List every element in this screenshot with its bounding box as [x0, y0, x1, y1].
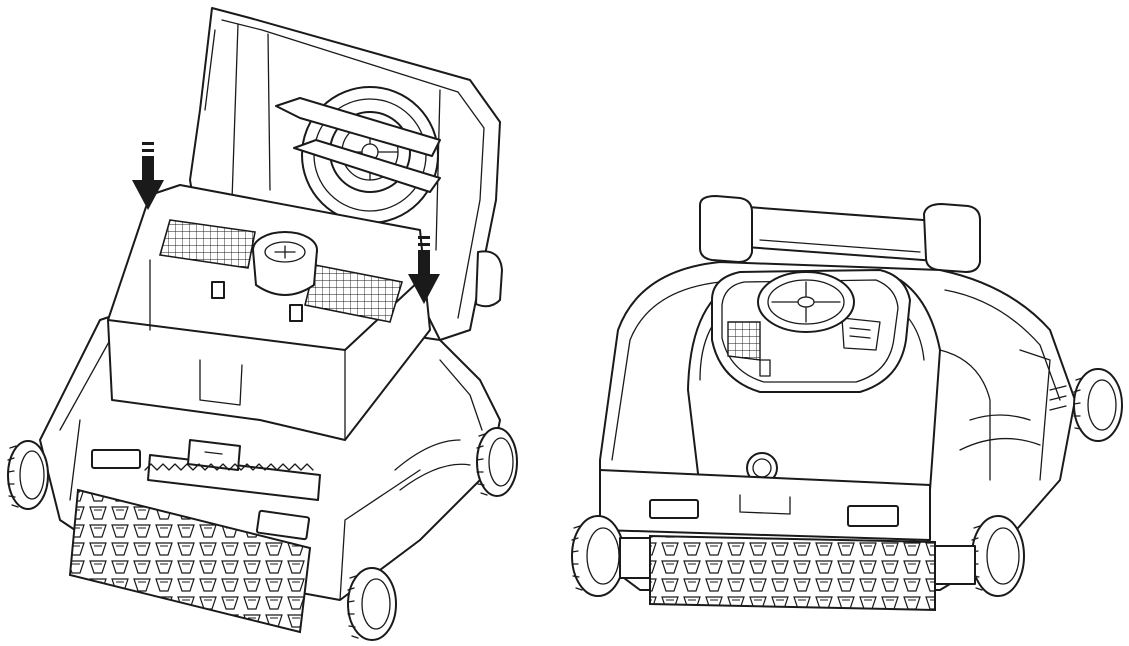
brush-roller-right	[649, 534, 936, 612]
wheel-front-left	[7, 440, 49, 510]
wheels-left	[7, 427, 518, 641]
down-arrow-icon	[408, 236, 440, 304]
brush-roller-left	[68, 488, 312, 634]
top-window	[711, 269, 911, 393]
wheels-right	[571, 368, 1123, 597]
handle-bar	[699, 195, 981, 273]
wheel-right-front-left	[571, 515, 651, 597]
down-arrow-icon	[132, 142, 164, 210]
filter-basket	[107, 184, 431, 441]
wheel-right-front-right	[934, 515, 1025, 597]
filter-panel-left	[158, 219, 256, 269]
lid-impeller	[275, 86, 441, 224]
figure-left	[7, 7, 518, 641]
wheel-rear-right	[347, 567, 397, 641]
filter-panel-visible	[727, 321, 761, 361]
figure-right	[571, 195, 1123, 612]
wheel-right-rear	[1073, 368, 1123, 442]
filter-panel-right	[304, 264, 404, 323]
wheel-front-right	[476, 427, 518, 497]
